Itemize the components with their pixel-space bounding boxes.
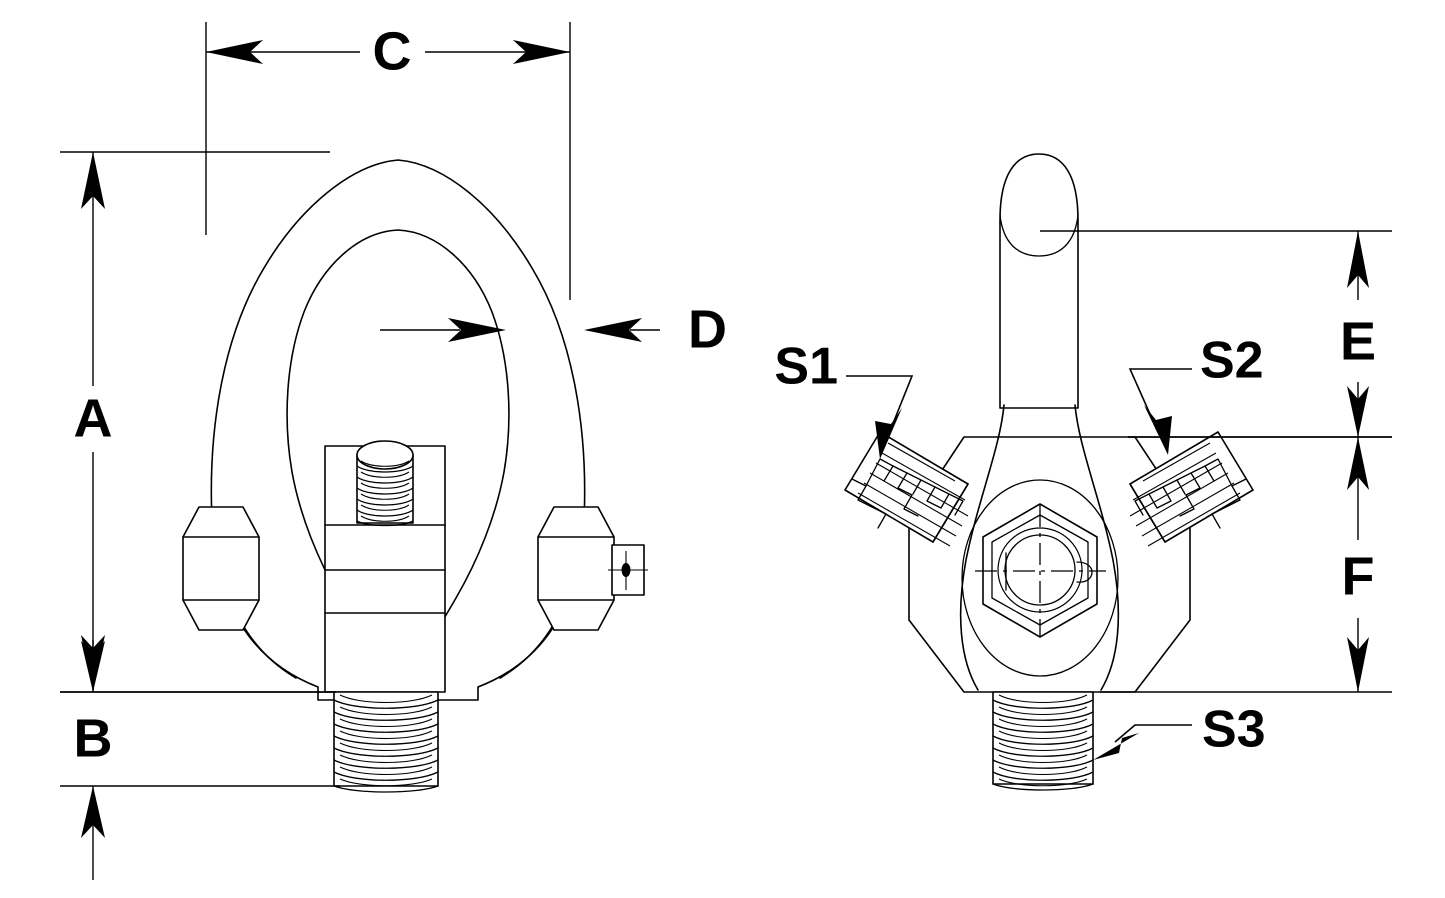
side-view-bottom-stud-end-chamfer (992, 783, 1094, 791)
front-view-geometry (182, 159, 648, 793)
callout-S2-arrowhead (1144, 405, 1172, 455)
dimension-E-label: E (1340, 311, 1376, 371)
lower-stud-thread-crests (333, 694, 439, 787)
side-view-cotter-pin-loop (1076, 561, 1093, 583)
dimension-B: B (60, 640, 340, 880)
callout-S1-leader-line (846, 375, 914, 437)
dimension-C: C (205, 21, 571, 300)
left-hex-nut-body (182, 506, 260, 631)
side-view-left-threaded-port (844, 431, 969, 547)
callout-S1-arrowhead (875, 408, 902, 459)
left-port-thread-profile (851, 442, 969, 547)
side-view-boss-outline (961, 479, 1119, 677)
left-port-root-line (932, 483, 969, 543)
dimension-C-arrowhead-left (206, 40, 263, 64)
dimension-A-label: A (74, 388, 113, 448)
right-hex-nut-body (537, 506, 615, 631)
lower-threaded-stud (333, 691, 439, 793)
side-view-bottom-threaded-stud (992, 691, 1094, 791)
callout-S3-label: S3 (1202, 701, 1266, 759)
dimension-E-arrowhead-top (1347, 231, 1369, 288)
dimension-B-arrowhead-lower (81, 786, 105, 838)
dimension-D-arrowhead-inner (448, 318, 506, 342)
side-view-bow-top-arc (999, 214, 1079, 257)
dimension-C-arrowhead-right (513, 40, 570, 64)
callout-S2-label: S2 (1200, 332, 1264, 390)
side-view-geometry (844, 153, 1254, 791)
callout-S1-label: S1 (774, 338, 838, 396)
side-view-body-left-shoulder (959, 404, 1005, 691)
right-port-root-line (1129, 483, 1166, 543)
side-view-body-right-shoulder (1074, 404, 1120, 691)
callout-S3-arrowhead (1093, 733, 1139, 760)
upper-boss-top-ellipse (356, 440, 414, 470)
dimension-D-label: D (688, 299, 727, 359)
dimension-B-label: B (74, 708, 113, 768)
dimension-C-label: C (373, 21, 412, 81)
left-hex-nut (182, 506, 260, 631)
callout-S1: S1 (774, 338, 914, 459)
dimension-D-arrowhead-outer (584, 318, 642, 342)
upper-boss-thread-crests (356, 460, 414, 527)
dimension-F-label: F (1342, 546, 1375, 606)
callout-S3-leader-line (1114, 724, 1192, 743)
side-view-bottom-stud-thread-crests (992, 694, 1094, 787)
callout-S3: S3 (1093, 701, 1266, 760)
dimension-F: F (1100, 436, 1392, 693)
right-hex-nut (537, 506, 648, 631)
right-port-thread-profile (1129, 442, 1247, 547)
upper-threaded-boss (356, 440, 414, 527)
lower-stud-end-chamfer (333, 785, 439, 793)
callout-S2: S2 (1128, 332, 1264, 455)
dimension-F-arrowhead-bottom (1347, 637, 1369, 692)
side-view-right-threaded-port (1129, 431, 1254, 547)
dimension-D: D (380, 299, 727, 359)
dimension-F-arrowhead-top (1347, 437, 1369, 490)
dimension-E-arrowhead-bottom (1347, 386, 1369, 437)
dimension-A-arrowhead-top (81, 152, 105, 209)
dimension-B-arrowhead-upper (81, 641, 105, 692)
side-view-bow-stem (999, 153, 1079, 409)
